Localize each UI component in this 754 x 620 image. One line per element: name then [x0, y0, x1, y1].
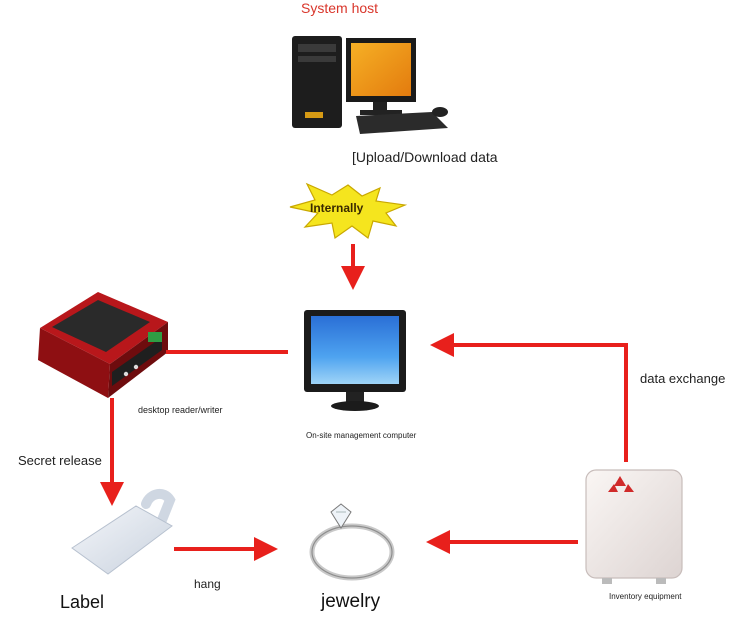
desktop-reader-label: desktop reader/writer: [138, 405, 223, 415]
hang-label: hang: [194, 577, 221, 591]
rfid-label-tag-icon: [71, 488, 176, 575]
data-exchange-label: data exchange: [640, 371, 726, 386]
secret-release-label: Secret release: [18, 453, 102, 468]
internally-label: Internally: [310, 201, 364, 215]
inventory-equipment-label: Inventory equipment: [609, 592, 682, 601]
inventory-equipment-icon: [585, 469, 683, 584]
upload-download-label: [Upload/Download data: [352, 149, 498, 165]
onsite-computer-label: On-site management computer: [306, 431, 417, 440]
jewelry-ring-icon: [309, 503, 395, 581]
arrow-equipment-to-computer: [430, 333, 628, 462]
jewelry-label: jewelry: [321, 591, 381, 612]
internally-starburst-icon: [289, 182, 408, 240]
desktop-reader-writer-icon: [38, 292, 168, 398]
connectors: [100, 244, 628, 561]
system-host-label: System host: [301, 0, 379, 16]
label-node-label: Label: [60, 592, 105, 612]
onsite-management-computer-icon: [304, 310, 406, 411]
system-host-computer-icon: [292, 36, 448, 134]
